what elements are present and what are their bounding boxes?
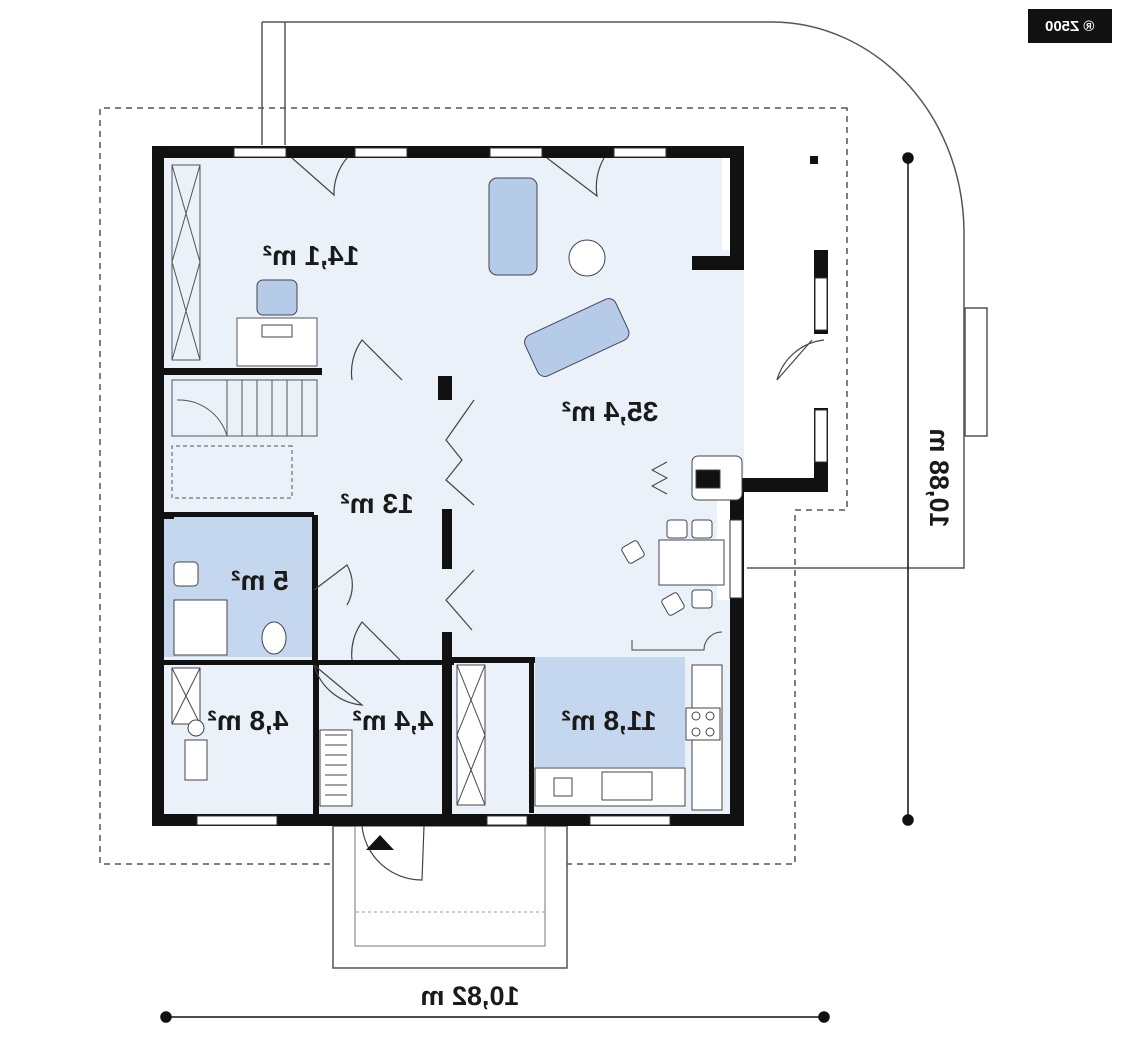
- width-dimension-label: 10,82 m: [420, 981, 519, 1011]
- room-labels: 14,1 m² 35,4 m² 13 m² 5 m² 4,8 m² 4,4 m²…: [208, 240, 659, 736]
- area-label-vestibule: 4,4 m²: [353, 705, 434, 736]
- width-dimension-line: [160, 1011, 830, 1023]
- interior-walls: [164, 368, 535, 826]
- living-furniture: [488, 177, 630, 377]
- depth-dimension-line: [902, 152, 914, 826]
- copyright-badge: ® Z500: [1028, 9, 1112, 43]
- staircase: [171, 379, 318, 499]
- dining-set: [621, 519, 725, 616]
- boiler-fixtures: [171, 667, 208, 781]
- office-desk: [236, 279, 318, 367]
- depth-dimension-label: 10,88 m: [924, 428, 954, 527]
- vestibule-wardrobe: [319, 729, 353, 807]
- entrance-arrow-icon: [366, 835, 394, 850]
- terrace-outline: [262, 21, 965, 569]
- badge-label: ® Z500: [1045, 17, 1095, 35]
- office-closet: [171, 164, 201, 361]
- area-label-boiler: 4,8 m²: [208, 705, 289, 736]
- door-swings: [291, 157, 825, 881]
- chimney-icon: [810, 156, 818, 164]
- area-label-kitchen: 11,8 m²: [562, 705, 657, 736]
- area-label-office: 14,1 m²: [263, 240, 360, 271]
- fireplace: [650, 455, 743, 501]
- area-label-living: 35,4 m²: [562, 396, 659, 427]
- area-label-bathroom: 5 m²: [231, 565, 289, 596]
- bathroom-fixtures: [173, 561, 287, 656]
- terrace-step: [964, 307, 988, 437]
- kitchen-floor: [535, 657, 685, 767]
- kitchen-cabinets: [456, 631, 723, 811]
- area-label-hall: 13 m²: [340, 488, 413, 519]
- windows: [196, 147, 828, 826]
